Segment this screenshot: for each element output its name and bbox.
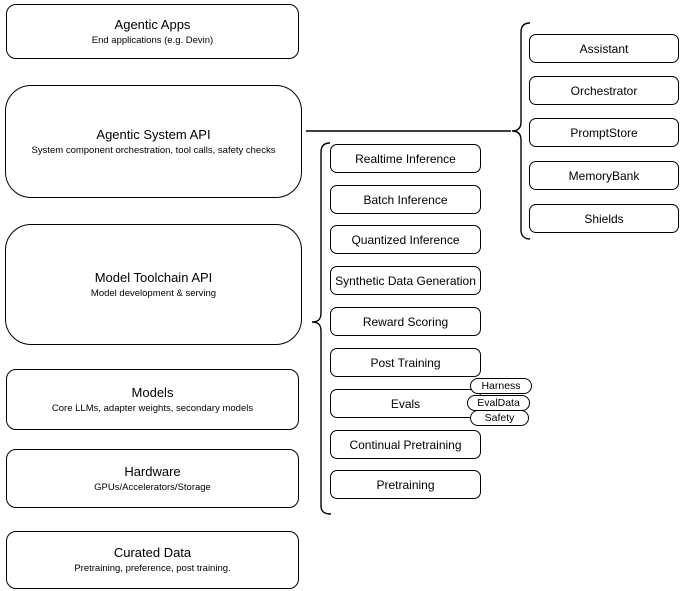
model-toolchain-api-title: Model Toolchain API: [94, 269, 213, 285]
pill-safety: Safety: [470, 410, 529, 426]
safety-label: Safety: [484, 411, 515, 424]
pill-harness: Harness: [470, 378, 532, 394]
continual-pretraining-label: Continual Pretraining: [349, 437, 462, 452]
box-realtime-inference: Realtime Inference: [330, 144, 481, 173]
box-quantized-inference: Quantized Inference: [330, 225, 481, 254]
box-batch-inference: Batch Inference: [330, 185, 481, 214]
models-subtitle: Core LLMs, adapter weights, secondary mo…: [51, 402, 254, 414]
agentic-system-api-subtitle: System component orchestration, tool cal…: [31, 144, 276, 156]
box-continual-pretraining: Continual Pretraining: [330, 430, 481, 459]
box-memorybank: MemoryBank: [529, 161, 679, 190]
box-promptstore: PromptStore: [529, 118, 679, 147]
box-pretraining: Pretraining: [330, 470, 481, 499]
bracket-toolchain-group: [311, 142, 332, 515]
batch-inference-label: Batch Inference: [363, 192, 448, 207]
box-post-training: Post Training: [330, 348, 481, 377]
box-agentic-apps: Agentic Apps End applications (e.g. Devi…: [6, 4, 299, 59]
box-reward-scoring: Reward Scoring: [330, 307, 481, 336]
pretraining-label: Pretraining: [376, 477, 435, 492]
box-synthetic-data-generation: Synthetic Data Generation: [330, 266, 481, 295]
box-curated-data: Curated Data Pretraining, preference, po…: [6, 531, 299, 589]
models-title: Models: [131, 384, 174, 400]
quantized-inference-label: Quantized Inference: [351, 232, 460, 247]
promptstore-label: PromptStore: [570, 125, 638, 140]
realtime-inference-label: Realtime Inference: [355, 151, 456, 166]
agentic-apps-subtitle: End applications (e.g. Devin): [91, 34, 214, 46]
box-hardware: Hardware GPUs/Accelerators/Storage: [6, 449, 299, 508]
pill-evaldata: EvalData: [467, 395, 530, 411]
reward-scoring-label: Reward Scoring: [362, 314, 449, 329]
memorybank-label: MemoryBank: [568, 168, 640, 183]
hardware-subtitle: GPUs/Accelerators/Storage: [94, 481, 211, 493]
box-models: Models Core LLMs, adapter weights, secon…: [6, 369, 299, 430]
box-shields: Shields: [529, 204, 679, 233]
assistant-label: Assistant: [579, 41, 629, 56]
shields-label: Shields: [584, 211, 624, 226]
harness-label: Harness: [481, 379, 521, 392]
curated-data-subtitle: Pretraining, preference, post training.: [74, 563, 231, 574]
box-orchestrator: Orchestrator: [529, 76, 679, 105]
synthetic-data-generation-label: Synthetic Data Generation: [335, 273, 476, 288]
box-agentic-system-api: Agentic System API System component orch…: [5, 85, 302, 198]
evals-label: Evals: [390, 396, 421, 411]
agentic-apps-title: Agentic Apps: [114, 16, 191, 32]
box-assistant: Assistant: [529, 34, 679, 63]
curated-data-title: Curated Data: [113, 545, 192, 560]
agentic-system-api-title: Agentic System API: [96, 126, 211, 142]
orchestrator-label: Orchestrator: [570, 83, 638, 98]
box-evals: Evals: [330, 389, 481, 418]
evaldata-label: EvalData: [477, 396, 520, 409]
hardware-title: Hardware: [124, 463, 181, 479]
box-model-toolchain-api: Model Toolchain API Model development & …: [5, 224, 302, 345]
bracket-components-group: [511, 22, 531, 240]
model-toolchain-api-subtitle: Model development & serving: [90, 287, 217, 299]
post-training-label: Post Training: [370, 355, 441, 370]
